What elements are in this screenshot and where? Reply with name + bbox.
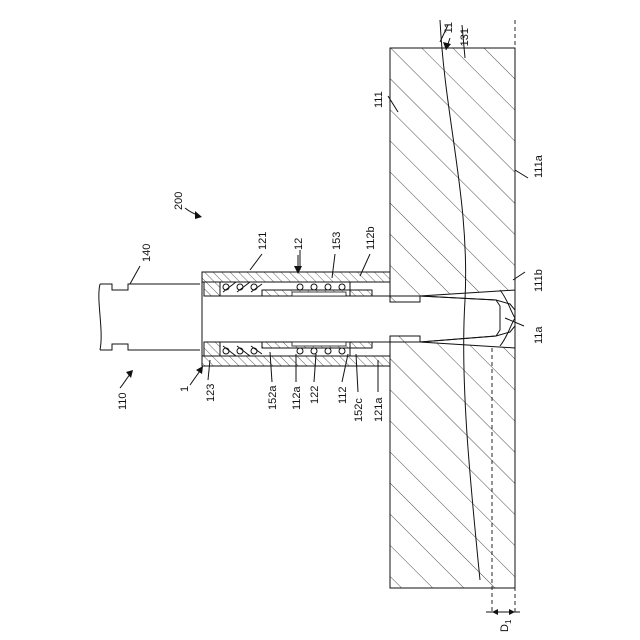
arrow-200-head <box>195 211 202 219</box>
bearing-cage-153-upper <box>292 292 346 296</box>
label-112: 112 <box>337 386 349 404</box>
label-112b: 112b <box>365 226 377 250</box>
svg-text:D: D <box>499 624 511 632</box>
label-140: 140 <box>141 244 153 262</box>
label-153: 153 <box>331 232 343 250</box>
shank-140-lower <box>100 344 200 350</box>
label-121: 121 <box>257 232 269 250</box>
label-152c: 152c <box>353 398 365 422</box>
label-d1: D 1 <box>499 619 513 632</box>
base-block-lower <box>390 336 515 588</box>
label-111b: 111b <box>533 269 545 292</box>
label-11a: 11a <box>533 326 545 344</box>
label-123: 123 <box>205 384 217 402</box>
arrow-110-head <box>126 370 133 378</box>
bearing-cage-153-lower <box>292 342 346 346</box>
label-110: 110 <box>117 392 129 410</box>
label-11: 11 <box>443 22 455 33</box>
label-111a: 111a <box>533 154 545 178</box>
tool-shaft <box>210 296 500 342</box>
retainer-123-lower <box>204 342 220 356</box>
shank-140-upper <box>100 284 200 290</box>
label-200: 200 <box>173 192 185 210</box>
deformed-surface-111b <box>500 290 515 346</box>
label-111: 111 <box>373 91 385 108</box>
d1-arrow-right <box>509 609 515 615</box>
shank-break-line <box>99 284 101 350</box>
label-122: 122 <box>309 386 321 404</box>
sleeve-121-upper <box>202 272 390 282</box>
label-12: 12 <box>293 238 305 250</box>
svg-text:1: 1 <box>504 619 513 624</box>
base-block-upper <box>390 48 515 302</box>
label-121a: 121a <box>373 397 385 422</box>
bore-profile <box>420 296 515 342</box>
label-112a: 112a <box>291 385 303 410</box>
d1-arrow-left <box>492 609 498 615</box>
label-131: 131 <box>459 28 471 46</box>
label-1: 1 <box>179 386 191 392</box>
arrow-1-head <box>196 366 203 374</box>
retainer-123-upper <box>204 282 220 296</box>
label-152a: 152a <box>267 385 279 410</box>
